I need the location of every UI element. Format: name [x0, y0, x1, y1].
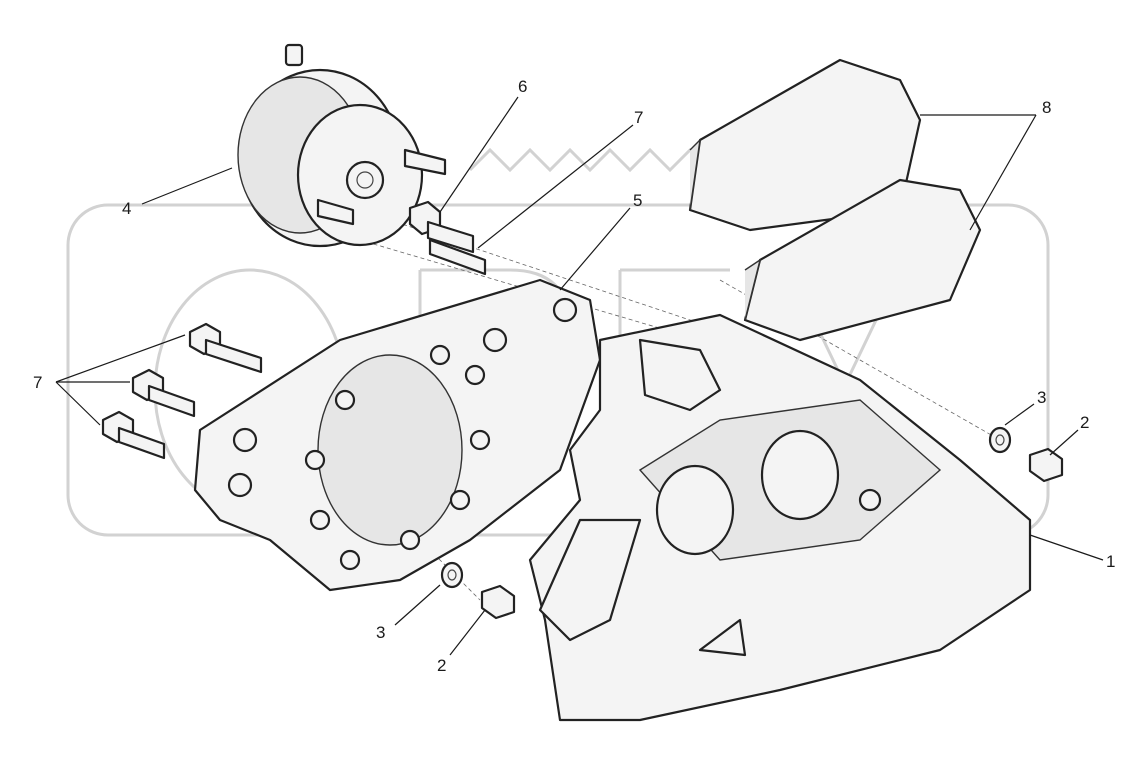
caliper-carrier-bracket — [193, 278, 602, 592]
brake-chamber — [237, 43, 447, 248]
nut-right — [1028, 447, 1064, 483]
callout-4: 4 — [122, 199, 131, 218]
callout-3-right: 3 — [1037, 388, 1046, 407]
callout-7-top: 7 — [634, 108, 643, 127]
chamber-bolts — [408, 200, 487, 276]
callout-2-right: 2 — [1080, 413, 1089, 432]
washer-right — [988, 426, 1012, 454]
callout-6: 6 — [518, 77, 527, 96]
callout-2-left: 2 — [437, 656, 446, 675]
callout-7-left: 7 — [33, 373, 42, 392]
callout-3-left: 3 — [376, 623, 385, 642]
callout-8: 8 — [1042, 98, 1051, 117]
brake-pads — [688, 58, 982, 342]
bracket-bolts — [101, 322, 263, 460]
callout-5: 5 — [633, 191, 642, 210]
callout-1: 1 — [1106, 552, 1115, 571]
washer-left — [440, 561, 464, 589]
caliper-housing — [528, 313, 1032, 722]
nut-left — [480, 584, 516, 620]
leader-lines — [55, 96, 1104, 656]
callout-labels: 1 2 2 3 3 4 5 6 7 7 8 — [33, 77, 1115, 675]
